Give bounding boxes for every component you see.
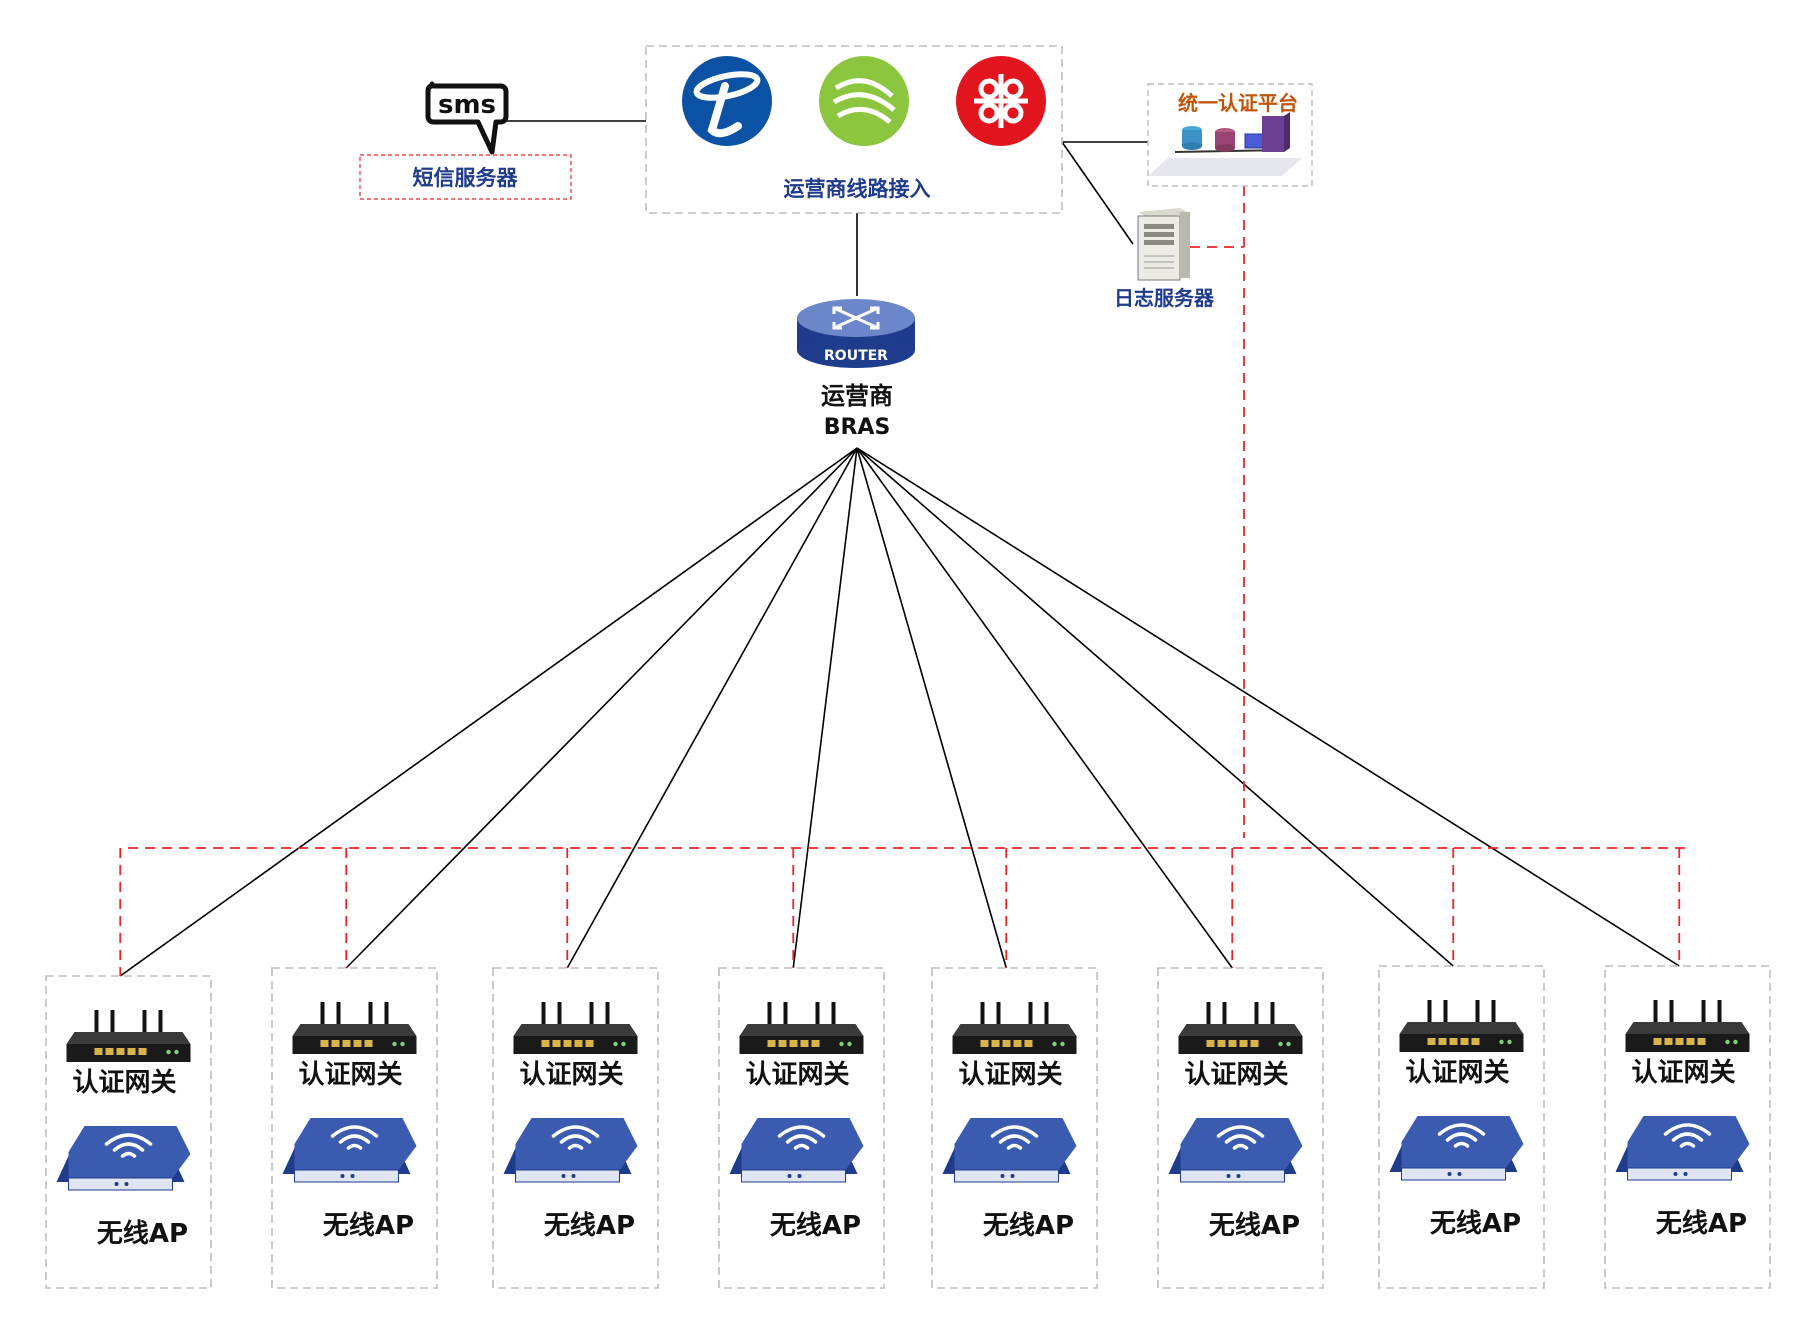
sms-server-label: 短信服务器 [413, 166, 519, 190]
site-box [1378, 965, 1545, 1289]
bras-to-site-link [345, 447, 858, 969]
gateway-label: 认证网关 [958, 1060, 1062, 1090]
bras-router: ROUTER 运营商 BRAS [797, 299, 915, 440]
bras-to-site-link [856, 447, 1454, 967]
auth-platform-label: 统一认证平台 [1178, 91, 1298, 115]
gateway-icon [1625, 1000, 1750, 1052]
ap-label: 无线AP [983, 1211, 1074, 1241]
gateway-icon [1399, 1000, 1524, 1052]
gateway-icon [739, 1002, 864, 1054]
wireless-ap-icon [1168, 1118, 1303, 1183]
gateway-icon [513, 1002, 638, 1054]
china-unicom-icon [956, 56, 1046, 146]
gateway-label: 认证网关 [1405, 1058, 1509, 1088]
ap-label: 无线AP [544, 1211, 635, 1241]
router-icon: ROUTER [797, 299, 915, 368]
china-telecom-icon [682, 56, 772, 146]
auth-platform: 统一认证平台 [1147, 83, 1313, 187]
gateway-label: 认证网关 [1631, 1058, 1735, 1088]
wireless-ap-icon [282, 1118, 417, 1183]
bras-to-site-link [856, 447, 1233, 969]
sms-server: sms 短信服务器 [359, 81, 572, 200]
gateway-icon [952, 1002, 1077, 1054]
auth-platform-links [119, 847, 1688, 976]
router-icon-text: ROUTER [824, 348, 888, 364]
gateway-icon [1178, 1002, 1303, 1054]
bras-to-site-link [856, 447, 1680, 967]
site-box [1604, 965, 1771, 1289]
wireless-ap-icon [942, 1118, 1077, 1183]
bras-to-site-link [566, 447, 858, 969]
site-box [45, 975, 212, 1289]
china-mobile-icon [819, 56, 909, 146]
site-box [271, 967, 438, 1289]
gateway-icon [292, 1002, 417, 1054]
sms-icon-text: sms [438, 90, 496, 120]
log-server-label: 日志服务器 [1114, 286, 1215, 310]
log-server: 日志服务器 [1114, 208, 1215, 310]
ap-label: 无线AP [323, 1211, 414, 1241]
wireless-ap-icon [1615, 1116, 1750, 1181]
gateway-label: 认证网关 [72, 1068, 176, 1098]
bras-to-site-link [792, 447, 858, 969]
site-box [718, 967, 885, 1289]
bras-links [119, 447, 1680, 977]
carrier-access-box: 运营商线路接入 [645, 45, 1063, 214]
top-links [505, 120, 1148, 296]
gateway-label: 认证网关 [298, 1060, 402, 1090]
server-cluster-icon [1148, 112, 1302, 176]
gateway-icon [66, 1010, 191, 1062]
sms-bubble-icon: sms [425, 81, 509, 155]
gateway-label: 认证网关 [745, 1060, 849, 1090]
bras-label-line2: BRAS [824, 415, 891, 440]
sms-label-box [359, 154, 572, 200]
carrier-access-label: 运营商线路接入 [784, 177, 931, 201]
tower-server-icon [1137, 208, 1190, 281]
site-group: 认证网关无线AP认证网关无线AP认证网关无线AP认证网关无线AP认证网关无线AP… [45, 965, 1771, 1289]
wireless-ap-icon [503, 1118, 638, 1183]
ap-label: 无线AP [1430, 1209, 1521, 1239]
bras-to-site-link [856, 447, 1008, 969]
site-box [1157, 967, 1324, 1289]
bras-label-line1: 运营商 [821, 382, 893, 410]
ap-label: 无线AP [770, 1211, 861, 1241]
ap-label: 无线AP [1209, 1211, 1300, 1241]
wireless-ap-icon [729, 1118, 864, 1183]
site-box [492, 967, 659, 1289]
log-auth-links [1190, 186, 1245, 838]
wireless-ap-icon [1389, 1116, 1524, 1181]
gateway-label: 认证网关 [1184, 1060, 1288, 1090]
gateway-label: 认证网关 [519, 1060, 623, 1090]
ap-label: 无线AP [97, 1219, 188, 1249]
wireless-ap-icon [56, 1126, 191, 1191]
site-box [931, 967, 1098, 1289]
ap-label: 无线AP [1656, 1209, 1747, 1239]
carrier-to-log-link [1061, 141, 1134, 245]
bras-to-site-link [119, 447, 858, 977]
